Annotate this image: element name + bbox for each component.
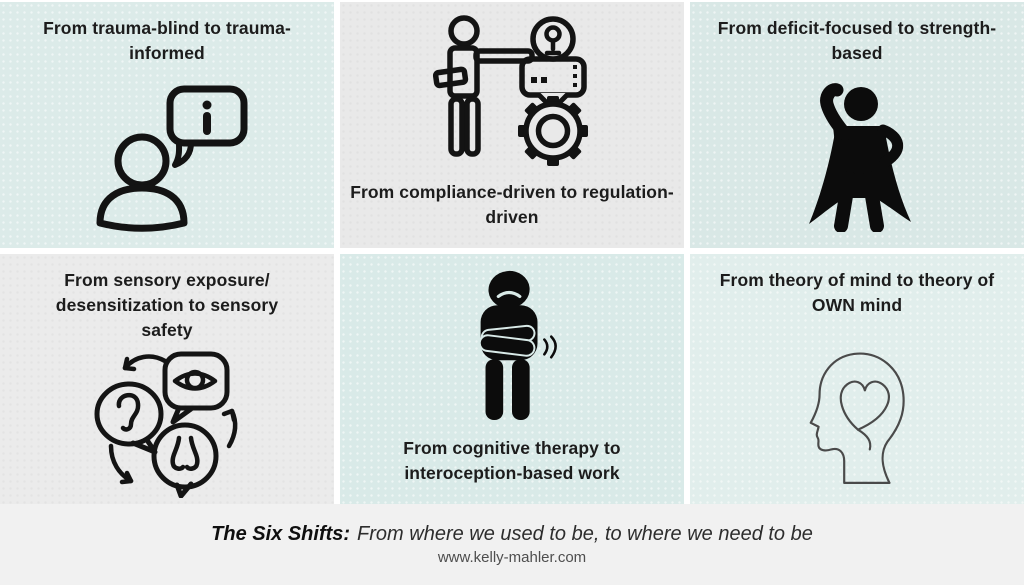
caption-subtitle: From where we used to be, to where we ne… — [357, 523, 813, 545]
title-line: safety — [141, 319, 193, 340]
cell-title: From theory of mind to theory of OWN min… — [710, 254, 1004, 318]
caption: The Six Shifts: From where we used to be,… — [211, 523, 813, 546]
title-line: From compliance-driven to regulation- — [350, 182, 674, 203]
title-line: From theory of mind to theory of — [719, 270, 995, 290]
title-line: From deficit-focused to strength- — [717, 18, 997, 38]
cell-regulation-driven: From compliance-driven to regulation- dr… — [340, 2, 684, 248]
cell-sensory-safety: From sensory exposure/ desensitization t… — [0, 254, 334, 504]
title-line: From sensory exposure/ — [64, 270, 270, 290]
title-line: driven — [485, 207, 539, 228]
superhero-icon — [795, 66, 919, 248]
title-line: based — [831, 42, 883, 63]
cell-interoception: From cognitive therapy to interoception-… — [340, 254, 684, 504]
person-lightbulb-gear-icon — [426, 2, 598, 180]
website-text: www.kelly-mahler.com — [437, 549, 587, 566]
six-shifts-grid: From trauma-blind to trauma- informed Fr… — [0, 0, 1024, 504]
title-line: OWN mind — [811, 294, 903, 315]
cell-title: From cognitive therapy to interoception-… — [393, 436, 630, 504]
cell-trauma-informed: From trauma-blind to trauma- informed — [0, 2, 334, 248]
senses-speech-bubbles-icon — [91, 343, 243, 504]
title-line: From cognitive therapy to — [403, 438, 621, 459]
caption-title: The Six Shifts: — [211, 523, 351, 545]
cell-title: From compliance-driven to regulation- dr… — [340, 180, 684, 248]
person-speech-bubble-info-icon — [82, 66, 252, 248]
title-line: desensitization to sensory — [55, 294, 279, 315]
cell-own-mind: From theory of mind to theory of OWN min… — [690, 254, 1024, 504]
cell-strength-based: From deficit-focused to strength- based — [690, 2, 1024, 248]
title-line: From trauma-blind to trauma- — [43, 18, 291, 38]
head-heart-icon — [793, 318, 921, 504]
cell-title: From deficit-focused to strength- based — [708, 2, 1006, 66]
person-stomach-ache-icon — [458, 254, 566, 436]
cell-title: From sensory exposure/ desensitization t… — [46, 254, 288, 343]
title-line: interoception-based work — [404, 463, 620, 484]
cell-title: From trauma-blind to trauma- informed — [33, 2, 301, 66]
footer: The Six Shifts: From where we used to be,… — [0, 504, 1024, 585]
title-line: informed — [129, 42, 205, 63]
